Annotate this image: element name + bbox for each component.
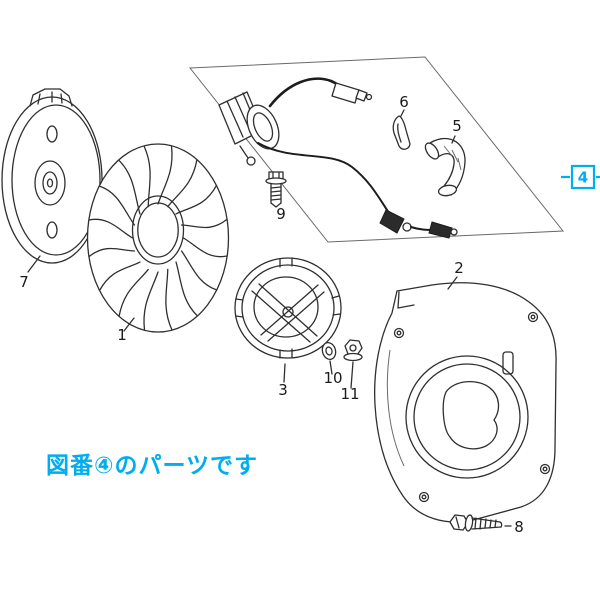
part-label-3: 3 — [278, 381, 288, 399]
wire-connector-drawing — [257, 142, 458, 239]
cooling-fan-drawing — [88, 144, 229, 332]
nut-drawing — [343, 339, 363, 389]
fan-cover-drawing — [374, 276, 557, 523]
leader-1 — [123, 317, 135, 332]
part-label-7: 7 — [19, 273, 29, 291]
highlight-box: 4 — [561, 164, 600, 190]
part-label-10: 10 — [323, 369, 342, 387]
part-label-9: 9 — [276, 205, 286, 223]
caption: 図番④のパーツです — [46, 453, 259, 479]
part-label-5: 5 — [452, 117, 462, 135]
washer-drawing — [321, 341, 337, 375]
bolt-8-drawing — [449, 514, 512, 532]
part-label-1: 1 — [117, 326, 127, 344]
clip-6-drawing — [392, 109, 411, 150]
spark-plug-cap-drawing — [268, 77, 373, 108]
part-label-11: 11 — [340, 385, 359, 403]
part-label-2: 2 — [454, 259, 464, 277]
highlight-label: 4 — [578, 169, 588, 187]
part-label-8: 8 — [514, 518, 524, 536]
starter-pulley-drawing — [234, 257, 342, 383]
ignition-coil-drawing — [218, 91, 280, 166]
bolt-9-drawing — [265, 171, 287, 208]
group-outline — [189, 56, 564, 243]
elbow-tube-drawing — [424, 135, 466, 197]
part-label-6: 6 — [399, 93, 409, 111]
